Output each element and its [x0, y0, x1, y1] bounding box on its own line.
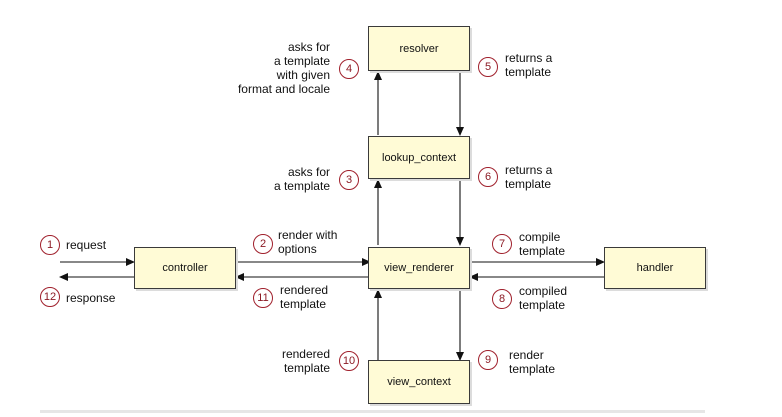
- step-label: rendered template: [281, 347, 330, 375]
- resolver-label: resolver: [399, 42, 439, 55]
- step-badge: 3: [339, 170, 359, 190]
- step-badge: 10: [339, 351, 359, 371]
- lookup-context-box: lookup_context: [368, 136, 470, 179]
- view-renderer-label: view_renderer: [384, 262, 454, 274]
- step-label: returns a template: [505, 51, 553, 79]
- controller-box: controller: [134, 247, 236, 289]
- step-badge: 1: [40, 235, 60, 255]
- step-badge: 12: [40, 287, 60, 307]
- step-label: asks for a template: [273, 165, 330, 193]
- step-label: compile template: [519, 230, 566, 258]
- step-label: rendered template: [280, 283, 329, 311]
- footer-divider: [40, 410, 705, 413]
- step-label: compiled template: [519, 284, 568, 312]
- step-label: render template: [509, 348, 556, 376]
- step-label: response: [66, 291, 116, 305]
- step-label: asks for a template with given format an…: [237, 40, 330, 96]
- step-label: request: [66, 238, 107, 252]
- step-badge: 4: [339, 59, 359, 79]
- step-label: render with options: [278, 228, 338, 256]
- lookup-context-label: lookup_context: [382, 151, 456, 164]
- step-label: returns a template: [505, 163, 553, 191]
- step-badge: 11: [253, 288, 273, 308]
- step-badge: 2: [253, 234, 273, 254]
- view-renderer-box: view_renderer: [368, 247, 470, 289]
- view-context-label: view_context: [387, 376, 451, 388]
- step-badge: 9: [478, 350, 498, 370]
- handler-label: handler: [636, 262, 674, 274]
- step-badge: 5: [478, 57, 498, 77]
- step-badge: 6: [478, 167, 498, 187]
- handler-box: handler: [604, 247, 706, 289]
- step-badge: 7: [492, 234, 512, 254]
- controller-label: controller: [162, 262, 208, 274]
- resolver-box: resolver: [368, 26, 470, 71]
- step-badge: 8: [492, 289, 512, 309]
- view-context-box: view_context: [368, 360, 470, 404]
